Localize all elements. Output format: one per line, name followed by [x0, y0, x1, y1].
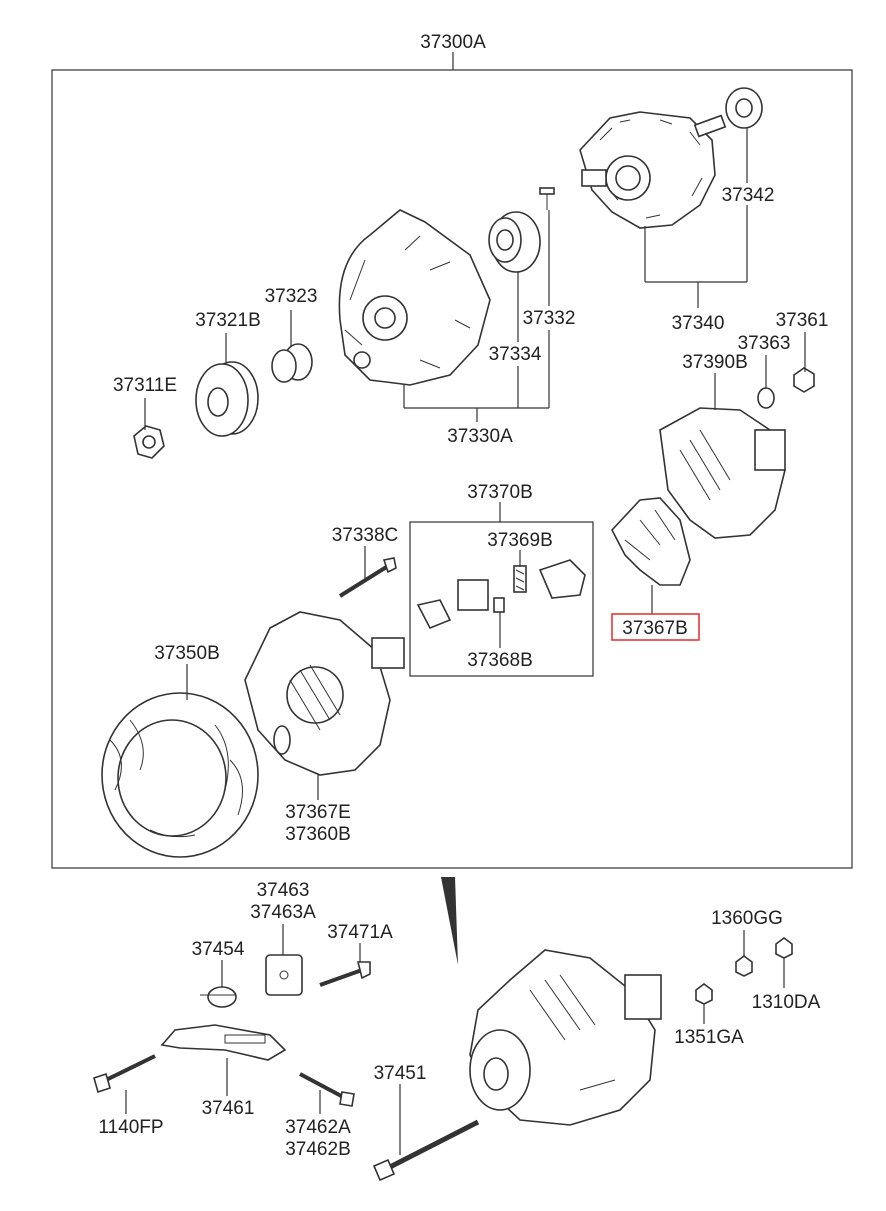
small-bolts-drawing — [93, 961, 480, 1182]
brush-holder-frame — [409, 521, 594, 677]
label-37461[interactable]: 37461 — [202, 1098, 255, 1119]
leader-lines — [125, 128, 806, 1155]
label-37368B[interactable]: 37368B — [467, 650, 533, 671]
label-1140FP[interactable]: 1140FP — [98, 1117, 163, 1138]
label-37311E[interactable]: 37311E — [113, 375, 177, 396]
long-screw-drawing — [338, 557, 397, 598]
nut-drawing — [133, 425, 165, 459]
label-37463A[interactable]: 37463A — [250, 902, 316, 923]
label-1360GG[interactable]: 1360GG — [711, 908, 783, 929]
label-37330A[interactable]: 37330A — [447, 426, 513, 447]
label-37462A[interactable]: 37462A — [285, 1117, 351, 1138]
pulley-drawing — [195, 361, 259, 437]
stator-drawing — [101, 692, 259, 858]
label-37334[interactable]: 37334 — [489, 344, 542, 365]
rear-cover-drawing — [659, 407, 786, 539]
rear-bracket-drawing — [244, 611, 405, 776]
pointer-arrow — [441, 877, 458, 965]
label-37332[interactable]: 37332 — [523, 308, 576, 329]
label-37367B[interactable]: 37367B — [622, 618, 688, 639]
alternator-assembly-drawing — [469, 949, 662, 1126]
label-37300A[interactable]: 37300A — [420, 32, 486, 53]
bracket-drawing — [160, 954, 303, 1061]
assembly-frame — [51, 69, 853, 869]
brush-holder-drawing — [416, 559, 586, 630]
label-37390B[interactable]: 37390B — [682, 352, 748, 373]
label-37338C[interactable]: 37338C — [332, 525, 399, 546]
spacer-drawing — [271, 343, 313, 383]
label-37321B[interactable]: 37321B — [195, 310, 261, 331]
screw-drawing — [539, 187, 555, 210]
rotor-drawing — [579, 87, 763, 229]
label-37369B[interactable]: 37369B — [487, 530, 553, 551]
bearing-drawing — [488, 211, 541, 273]
label-37340[interactable]: 37340 — [672, 313, 725, 334]
small-nuts-drawing — [757, 367, 815, 409]
label-37454[interactable]: 37454 — [192, 939, 245, 960]
label-37361[interactable]: 37361 — [776, 310, 829, 331]
label-37323[interactable]: 37323 — [265, 286, 318, 307]
label-37451[interactable]: 37451 — [374, 1063, 427, 1084]
label-37370B[interactable]: 37370B — [467, 482, 533, 503]
label-37367E[interactable]: 37367E — [285, 802, 351, 823]
highlight-box — [611, 613, 700, 641]
label-37471A[interactable]: 37471A — [327, 922, 393, 943]
label-37363[interactable]: 37363 — [738, 333, 791, 354]
front-bracket-drawing — [338, 209, 491, 386]
label-1351GA[interactable]: 1351GA — [674, 1027, 744, 1048]
lower-nuts-drawing — [695, 937, 793, 1005]
label-1310DA[interactable]: 1310DA — [752, 992, 821, 1013]
label-37360B[interactable]: 37360B — [285, 824, 351, 845]
label-37462B[interactable]: 37462B — [285, 1139, 351, 1160]
rectifier-drawing — [611, 497, 691, 586]
label-37342[interactable]: 37342 — [722, 185, 775, 206]
label-37463[interactable]: 37463 — [257, 880, 310, 901]
label-37350B[interactable]: 37350B — [154, 643, 220, 664]
